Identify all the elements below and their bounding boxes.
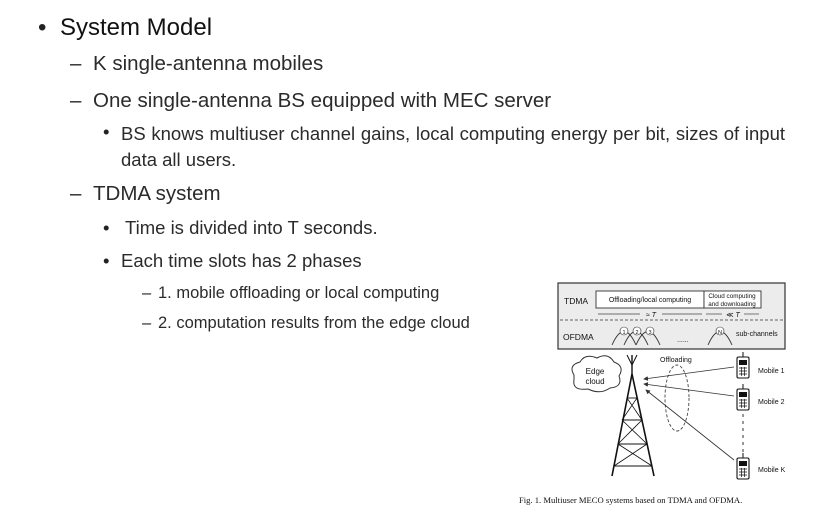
much-less-t-label: ≪ T [726, 312, 740, 319]
channel-ellipsis: ...... [677, 337, 689, 344]
title-bullet: • [38, 14, 47, 41]
item-slots: Each time slots has 2 phases [121, 250, 362, 271]
channel-marker [715, 326, 725, 336]
uplink-arrow-mobile-k [645, 389, 735, 461]
dash-bullet: – [142, 314, 152, 332]
item-bs-knows: BS knows multiuser channel gains, local … [121, 123, 785, 170]
mobile-label: Mobile K [758, 467, 786, 474]
channel-number: 3 [648, 330, 651, 336]
offloading-local-label: Offloading/local computing [609, 297, 691, 304]
phone-icon [736, 352, 750, 379]
figure-caption: Fig. 1. Multiuser MECO systems based on … [519, 495, 742, 505]
cloud-icon [571, 355, 622, 393]
phone-icon [736, 453, 750, 480]
channel-number: 2 [635, 330, 638, 336]
cloud-slot [703, 290, 762, 309]
dash-bullet: – [70, 52, 82, 75]
dash-bullet: – [70, 89, 82, 112]
ofdma-label: OFDMA [563, 332, 594, 342]
mobile-label: Mobile 2 [758, 399, 785, 406]
offloading-label: Offloading [660, 357, 692, 364]
uplink-arrow-mobile-1 [643, 366, 735, 381]
dot-bullet: • [103, 250, 110, 271]
edge-cloud-label-1: Edge [586, 367, 605, 376]
approx-t-label: ≈ T [646, 312, 657, 319]
item-bs: One single-antenna BS equipped with MEC … [93, 89, 552, 112]
channel-marker [619, 326, 629, 336]
channel-marker [632, 326, 642, 336]
tdma-label: TDMA [564, 296, 588, 306]
dash-bullet: – [70, 182, 82, 205]
dot-bullet: • [103, 121, 110, 142]
dash-bullet: – [142, 284, 152, 302]
item-time: Time is divided into T seconds. [125, 217, 378, 238]
channel-marker [645, 326, 655, 336]
sub-channels-label: sub-channels [736, 331, 778, 338]
cloud-computing-label: Cloud computing [708, 293, 756, 300]
edge-cloud-label-2: cloud [585, 377, 604, 386]
base-station-tower-icon [611, 354, 655, 477]
dot-bullet: • [103, 217, 110, 238]
channel-number: N [718, 330, 722, 336]
offloading-ellipse [664, 364, 690, 432]
slide-heading: System Model [60, 14, 213, 41]
phone-icon [736, 384, 750, 411]
item-k-mobiles: K single-antenna mobiles [93, 52, 324, 75]
item-tdma: TDMA system [93, 182, 221, 205]
mobile-label: Mobile 1 [758, 368, 785, 375]
item-phase1: 1. mobile offloading or local computing [158, 284, 440, 302]
channel-number: 1 [622, 330, 625, 336]
and-downloading-label: and downloading [708, 301, 756, 308]
uplink-arrow-mobile-2 [643, 382, 735, 397]
item-phase2: 2. computation results from the edge clo… [158, 314, 470, 332]
